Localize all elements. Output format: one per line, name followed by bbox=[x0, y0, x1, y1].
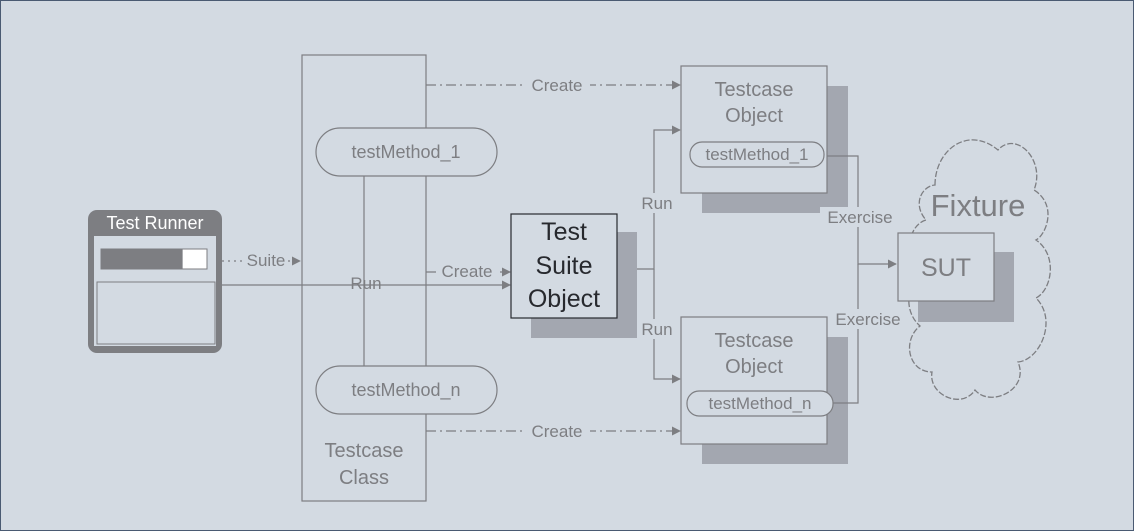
run-bottom-label: Run bbox=[641, 320, 672, 339]
create-connectors: Create Create bbox=[426, 75, 681, 441]
create-top-label-bg bbox=[524, 75, 590, 95]
test-method-1-label: testMethod_1 bbox=[351, 142, 460, 163]
test-runner-results-pane bbox=[96, 281, 216, 345]
test-runner-title: Test Runner bbox=[106, 213, 203, 233]
fixture-label: Fixture bbox=[931, 188, 1026, 223]
testcase-object-bottom: Testcase Object testMethod_n bbox=[680, 316, 848, 464]
test-method-n-label: testMethod_n bbox=[351, 380, 460, 401]
testcase-class: testMethod_1 testMethod_n Testcase Class bbox=[301, 54, 498, 502]
exercise-top-label: Exercise bbox=[827, 208, 892, 227]
run-top-label: Run bbox=[641, 194, 672, 213]
run-label-main: Run bbox=[350, 274, 381, 293]
suite-label: Suite bbox=[247, 251, 286, 270]
test-suite-line1: Test bbox=[541, 218, 587, 246]
testcase-object-bottom-box bbox=[680, 316, 828, 445]
create-bottom-label-bg bbox=[524, 421, 590, 441]
run-top-label-bg bbox=[638, 193, 676, 213]
test-suite-object: Test Suite Object bbox=[510, 213, 637, 338]
testcase-object-top-line2: Object bbox=[725, 105, 783, 127]
exercise-bottom-label: Exercise bbox=[835, 310, 900, 329]
testcase-object-top: Testcase Object testMethod_1 bbox=[680, 65, 848, 213]
test-suite-box bbox=[510, 213, 618, 319]
create-suite-label-bg bbox=[436, 261, 498, 281]
testcase-object-top-method-pill bbox=[689, 141, 825, 168]
testcase-object-bottom-method: testMethod_n bbox=[708, 394, 811, 413]
test-suite-line3: Object bbox=[528, 285, 600, 313]
exercise-bottom-label-bg bbox=[828, 309, 908, 329]
run-bottom-label-bg bbox=[638, 319, 676, 339]
testcase-object-bottom-line1: Testcase bbox=[715, 330, 794, 352]
suite-run-connectors: Run Run bbox=[637, 125, 681, 384]
sut-label: SUT bbox=[921, 254, 971, 282]
testcase-object-bottom-line2: Object bbox=[725, 356, 783, 378]
create-top-label: Create bbox=[531, 76, 582, 95]
test-runner: Test Runner bbox=[88, 210, 222, 353]
exercise-connectors: Exercise Exercise bbox=[820, 155, 908, 404]
testcase-object-top-method: testMethod_1 bbox=[705, 145, 808, 164]
run-bottom-arrow bbox=[653, 269, 681, 384]
test-suite-line2: Suite bbox=[536, 252, 593, 280]
progress-bar-fill bbox=[101, 249, 183, 269]
testcase-object-top-line1: Testcase bbox=[715, 79, 794, 101]
fixture-cloud: Fixture SUT bbox=[897, 139, 1051, 400]
testcase-object-top-box bbox=[680, 65, 828, 194]
testcase-class-name-line2: Class bbox=[339, 467, 389, 489]
runner-connectors: Suite Run Create bbox=[222, 250, 511, 293]
suite-label-bg bbox=[242, 250, 288, 270]
exercise-top-label-bg bbox=[820, 207, 898, 227]
create-suite-label: Create bbox=[441, 262, 492, 281]
testcase-class-name-line1: Testcase bbox=[325, 440, 404, 462]
sut-box bbox=[897, 232, 995, 302]
test-method-1-pill bbox=[315, 127, 498, 177]
test-method-n-pill bbox=[315, 365, 498, 415]
create-bottom-label: Create bbox=[531, 422, 582, 441]
